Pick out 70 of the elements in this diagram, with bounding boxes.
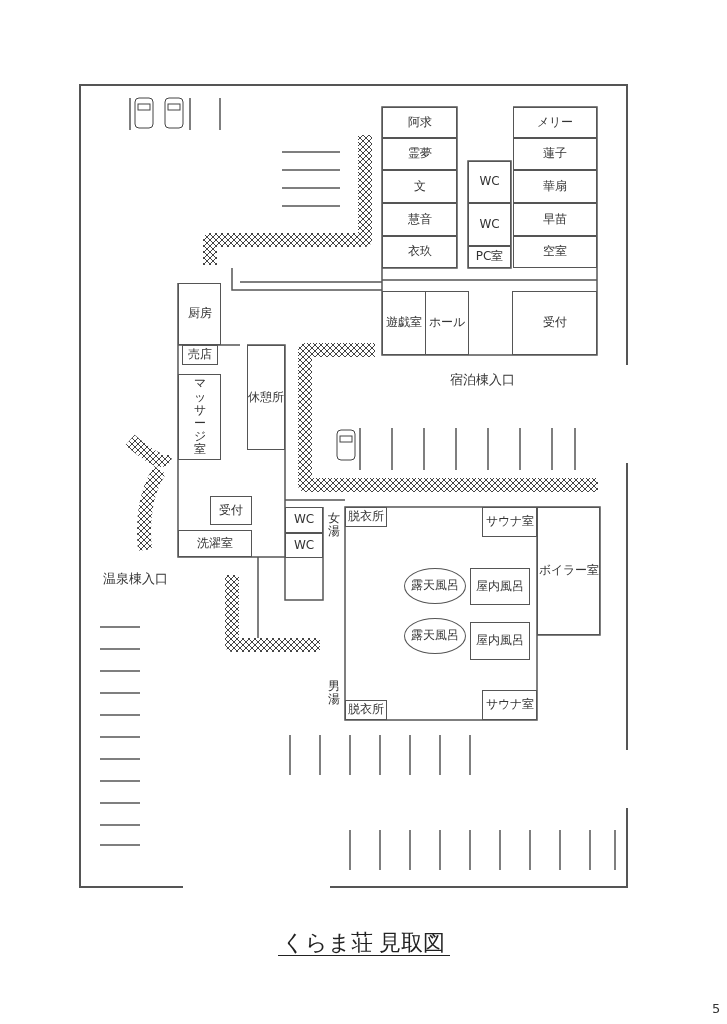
room-name: ボイラー室	[538, 564, 599, 578]
room-box	[178, 374, 221, 460]
room-box	[382, 138, 457, 170]
room-name: WC	[479, 175, 500, 189]
room-name: 厨房	[187, 307, 212, 321]
bath-ellipse	[404, 618, 466, 654]
room-box	[468, 161, 511, 203]
room-box	[178, 283, 221, 345]
room-name: 慧音	[407, 212, 432, 227]
plan-title: くらま荘 見取図	[277, 930, 450, 956]
room-box	[178, 530, 252, 557]
room-name: 洗濯室	[197, 536, 233, 551]
room-name: 遊戯室	[386, 316, 422, 330]
bath-sign: 女湯	[328, 512, 340, 539]
room-name: ホール	[429, 316, 465, 330]
room-name: 衣玖	[407, 245, 432, 259]
bath-ellipse	[404, 568, 466, 604]
room-box	[470, 622, 530, 660]
room-name: 売店	[188, 348, 212, 362]
room-box	[425, 291, 469, 355]
page-number: 5	[712, 1002, 721, 1017]
room-name: 露天風呂	[411, 579, 459, 593]
bath-sign: 男湯	[328, 680, 340, 707]
room-name: 屋内風呂	[476, 634, 524, 648]
entrance-label: 宿泊棟入口	[450, 373, 515, 388]
room-box	[512, 291, 597, 355]
room-box	[482, 507, 537, 537]
room-box	[513, 107, 597, 138]
room-name: サウナ室	[485, 698, 534, 712]
room-box	[468, 203, 511, 246]
room-name: 蓮子	[543, 147, 567, 161]
room-name: 受付	[219, 503, 243, 518]
room-box	[513, 203, 597, 236]
room-name: 屋内風呂	[476, 579, 524, 594]
room-name: 早苗	[543, 212, 567, 227]
room-box	[210, 496, 252, 525]
room-name: マッサージ室	[193, 377, 206, 457]
room-name: サウナ室	[485, 515, 534, 529]
room-box	[482, 690, 537, 720]
room-box	[537, 507, 600, 635]
room-name: PC室	[475, 250, 504, 264]
entrance-label: 温泉棟入口	[103, 572, 168, 587]
room-name: 露天風呂	[411, 629, 459, 643]
room-name: 空室	[543, 245, 567, 259]
room-box	[382, 291, 426, 355]
room-box	[382, 203, 457, 236]
room-box	[285, 507, 323, 533]
room-box	[382, 236, 457, 268]
room-box	[382, 107, 457, 138]
room-name: 脱衣所	[348, 703, 384, 717]
room-box	[247, 345, 285, 450]
room-box	[470, 568, 530, 605]
room-name: 受付	[542, 316, 567, 330]
room-box	[182, 345, 218, 365]
room-box	[513, 138, 597, 170]
room-box	[285, 533, 323, 558]
room-name: メリー	[537, 115, 573, 130]
room-box	[468, 246, 511, 268]
room-name: 休憩所	[248, 390, 284, 405]
room-name: 華扇	[543, 179, 567, 194]
room-name: 脱衣所	[348, 510, 384, 524]
room-box	[513, 236, 597, 268]
room-name: 文	[413, 179, 426, 194]
room-name: WC	[479, 217, 500, 232]
room-name: 霊夢	[407, 147, 432, 161]
room-name: WC	[293, 513, 315, 527]
room-box	[382, 170, 457, 203]
room-box	[513, 170, 597, 203]
room-name: 阿求	[407, 115, 432, 130]
room-name: WC	[293, 538, 315, 553]
